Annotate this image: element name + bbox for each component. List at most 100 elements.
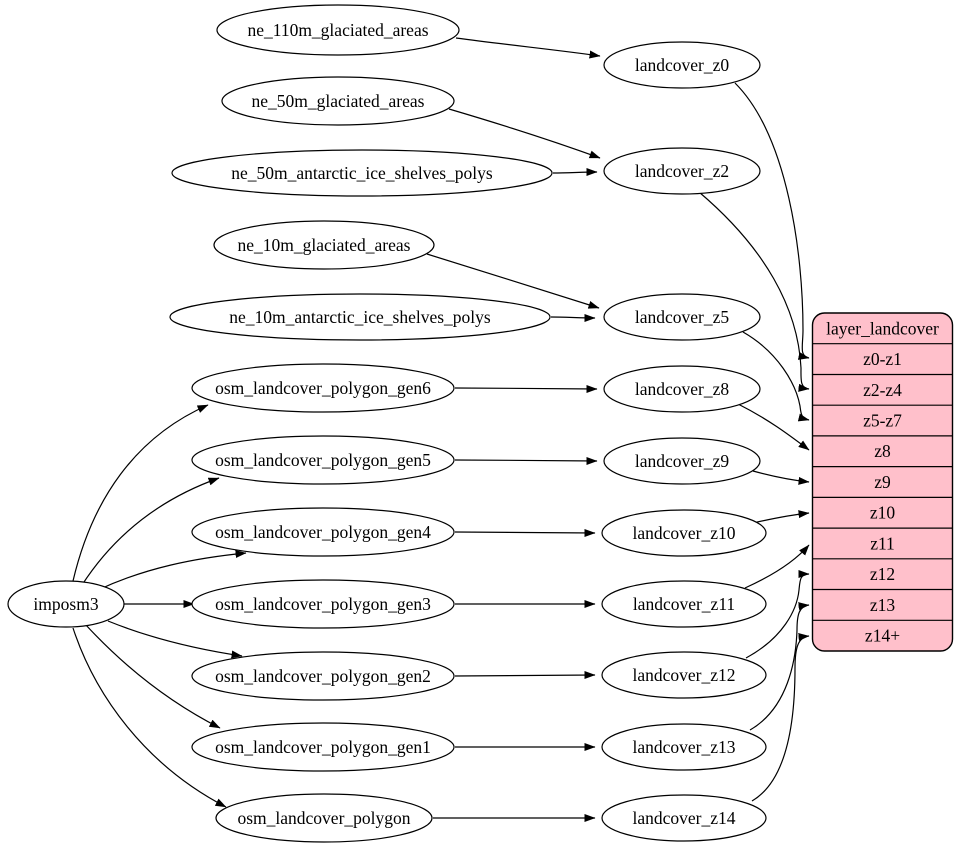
node-ellipse-landcover_z12 [601,651,767,699]
node-label-ne_10m_antarctic_ice_shelves_polys: ne_10m_antarctic_ice_shelves_polys [229,307,491,327]
node-ne_110m_glaciated_areas: ne_110m_glaciated_areas [216,4,460,56]
node-ellipse-osm_landcover_polygon_gen5 [191,435,455,485]
table-row-label: z0-z1 [863,349,902,369]
edge-osm_landcover_polygon_gen6-landcover_z8 [454,384,598,393]
edge-osm_landcover_polygon_gen2-landcover_z12 [454,671,596,680]
edge-imposm3-osm_landcover_polygon_gen2 [107,620,243,659]
node-ellipse-landcover_z10 [601,509,767,557]
node-ne_50m_glaciated_areas: ne_50m_glaciated_areas [221,76,455,126]
node-ellipse-landcover_z5 [603,293,761,341]
table-title: layer_landcover [826,319,939,339]
table-row-label: z5-z7 [863,411,902,431]
node-label-landcover_z13: landcover_z13 [632,737,735,757]
node-ellipse-osm_landcover_polygon_gen2 [191,651,455,701]
node-ellipse-osm_landcover_polygon_gen3 [191,579,455,629]
node-ellipse-osm_landcover_polygon [215,793,433,843]
edge-landcover_z11-row-z11 [744,544,810,589]
node-ellipse-landcover_z11 [601,580,767,628]
node-landcover_z2: landcover_z2 [603,147,761,195]
node-landcover_z12: landcover_z12 [601,651,767,699]
edge-landcover_z2-row-z2-z4 [698,191,810,392]
node-ellipse-osm_landcover_polygon_gen4 [191,507,455,557]
edge-imposm3-osm_landcover_polygon_gen6 [72,404,209,582]
node-label-osm_landcover_polygon_gen1: osm_landcover_polygon_gen1 [215,737,431,757]
edge-ne_10m_antarctic_ice_shelves_polys-landcover_z5 [550,313,596,322]
node-landcover_z11: landcover_z11 [601,580,767,628]
node-osm_landcover_polygon_gen1: osm_landcover_polygon_gen1 [191,722,455,772]
edge-ne_10m_glaciated_areas-landcover_z5 [426,253,600,309]
node-landcover_z8: landcover_z8 [603,365,761,413]
node-osm_landcover_polygon_gen4: osm_landcover_polygon_gen4 [191,507,455,557]
node-label-landcover_z9: landcover_z9 [635,451,730,471]
node-label-landcover_z12: landcover_z12 [632,665,735,685]
node-ellipse-ne_10m_antarctic_ice_shelves_polys [169,293,551,341]
node-ellipse-osm_landcover_polygon_gen1 [191,722,455,772]
node-landcover_z5: landcover_z5 [603,293,761,341]
node-osm_landcover_polygon_gen5: osm_landcover_polygon_gen5 [191,435,455,485]
node-ellipse-landcover_z9 [603,437,761,485]
table-row-label: z9 [874,472,891,492]
node-label-ne_50m_glaciated_areas: ne_50m_glaciated_areas [252,91,425,111]
node-label-landcover_z11: landcover_z11 [633,594,735,614]
node-label-landcover_z14: landcover_z14 [632,808,735,828]
node-label-osm_landcover_polygon: osm_landcover_polygon [237,808,410,828]
table-background [811,312,954,652]
edge-ne_50m_glaciated_areas-landcover_z2 [448,108,601,159]
nodes-layer: ne_110m_glaciated_areas ne_50m_glaciated… [7,4,767,843]
node-landcover_z14: landcover_z14 [601,794,767,842]
node-label-osm_landcover_polygon_gen6: osm_landcover_polygon_gen6 [215,378,431,398]
node-label-osm_landcover_polygon_gen5: osm_landcover_polygon_gen5 [215,450,431,470]
node-ellipse-ne_110m_glaciated_areas [216,4,460,56]
node-label-landcover_z10: landcover_z10 [632,523,735,543]
edge-landcover_z10-row-z10 [752,510,810,524]
node-ne_50m_antarctic_ice_shelves_polys: ne_50m_antarctic_ice_shelves_polys [171,149,553,197]
edge-landcover_z0-row-z0-z1 [734,82,810,360]
edge-osm_landcover_polygon_gen4-landcover_z10 [454,528,596,537]
edge-imposm3-osm_landcover_polygon_gen4 [97,550,247,591]
edge-landcover_z14-row-z14plus [751,632,810,802]
node-landcover_z0: landcover_z0 [603,41,761,89]
table-row-label: z8 [874,441,891,461]
node-ne_10m_antarctic_ice_shelves_polys: ne_10m_antarctic_ice_shelves_polys [169,293,551,341]
node-osm_landcover_polygon_gen2: osm_landcover_polygon_gen2 [191,651,455,701]
node-label-landcover_z2: landcover_z2 [635,161,729,181]
node-imposm3: imposm3 [7,580,125,628]
edge-imposm3-osm_landcover_polygon [72,627,227,808]
node-ellipse-landcover_z13 [601,723,767,771]
table-row-label: z12 [870,564,895,584]
edge-landcover_z13-row-z13 [749,602,810,731]
node-label-landcover_z8: landcover_z8 [635,379,730,399]
node-label-osm_landcover_polygon_gen4: osm_landcover_polygon_gen4 [215,522,431,542]
table-row-label: z13 [870,595,896,615]
edge-landcover_z12-row-z12 [745,570,810,659]
node-ellipse-ne_10m_glaciated_areas [213,220,435,270]
table-row-label: z14+ [865,626,900,646]
node-label-imposm3: imposm3 [33,594,98,614]
node-osm_landcover_polygon_gen6: osm_landcover_polygon_gen6 [191,363,455,413]
edge-landcover_z9-row-z9 [752,470,810,485]
node-ellipse-landcover_z14 [601,794,767,842]
edge-imposm3-osm_landcover_polygon_gen5 [81,477,220,586]
edges-layer [72,37,810,822]
table-row-label: z2-z4 [863,380,902,400]
node-osm_landcover_polygon_gen3: osm_landcover_polygon_gen3 [191,579,455,629]
node-label-ne_110m_glaciated_areas: ne_110m_glaciated_areas [247,20,428,40]
node-ne_10m_glaciated_areas: ne_10m_glaciated_areas [213,220,435,270]
table-row-label: z11 [870,534,895,554]
node-label-osm_landcover_polygon_gen2: osm_landcover_polygon_gen2 [215,666,431,686]
edge-ne_50m_antarctic_ice_shelves_polys-landcover_z2 [552,168,598,177]
node-ellipse-ne_50m_glaciated_areas [221,76,455,126]
node-label-ne_50m_antarctic_ice_shelves_polys: ne_50m_antarctic_ice_shelves_polys [231,163,493,183]
node-layer_landcover: layer_landcover z0-z1 z2-z4 z5-z7 z8 z9 … [811,312,954,652]
edge-landcover_z8-row-z8 [737,403,810,451]
node-osm_landcover_polygon: osm_landcover_polygon [215,793,433,843]
node-landcover_z13: landcover_z13 [601,723,767,771]
node-landcover_z10: landcover_z10 [601,509,767,557]
edge-landcover_z5-row-z5-z7 [742,331,810,422]
node-ellipse-imposm3 [7,580,125,628]
node-label-landcover_z5: landcover_z5 [635,307,730,327]
node-ellipse-landcover_z8 [603,365,761,413]
node-label-ne_10m_glaciated_areas: ne_10m_glaciated_areas [238,235,411,255]
